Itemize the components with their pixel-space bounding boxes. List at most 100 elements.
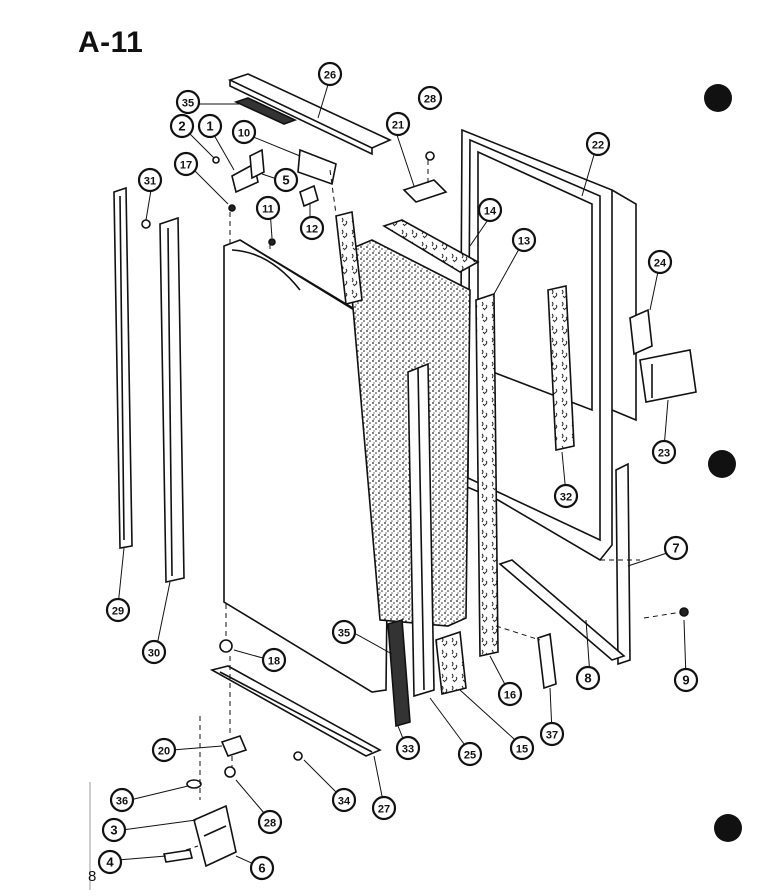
callout-circle xyxy=(647,249,673,275)
callout-17: 17 xyxy=(173,151,199,177)
callout-34: 34 xyxy=(331,787,357,813)
callout-circle xyxy=(371,795,397,821)
callout-13: 13 xyxy=(511,227,537,253)
callout-label: 18 xyxy=(268,656,280,668)
callout-29: 29 xyxy=(105,597,131,623)
callout-circle xyxy=(395,735,421,761)
callout-circle xyxy=(511,227,537,253)
callout-label: 28 xyxy=(424,94,436,106)
callout-7: 7 xyxy=(663,535,689,561)
callout-circle xyxy=(249,855,275,881)
callout-label: 5 xyxy=(282,173,289,188)
callout-circle xyxy=(331,619,357,645)
callout-label: 24 xyxy=(654,258,667,270)
callout-circle xyxy=(417,85,443,111)
page-number: 8 xyxy=(88,868,97,885)
callout-label: 27 xyxy=(378,804,390,816)
callout-circle xyxy=(141,639,167,665)
callout-circle xyxy=(317,61,343,87)
callout-label: 22 xyxy=(592,140,604,152)
callout-circle xyxy=(477,197,503,223)
callout-circle xyxy=(137,167,163,193)
callout-12: 12 xyxy=(299,215,325,241)
callout-label: 25 xyxy=(464,750,476,762)
callout-label: 15 xyxy=(516,744,528,756)
callout-4: 4 xyxy=(97,849,123,875)
callout-circle xyxy=(173,151,199,177)
callout-circle xyxy=(101,817,127,843)
callout-label: 13 xyxy=(518,236,530,248)
callout-label: 20 xyxy=(158,746,170,758)
callout-21: 21 xyxy=(385,111,411,137)
callout-37: 37 xyxy=(539,721,565,747)
callout-5: 5 xyxy=(273,167,299,193)
callout-circle xyxy=(109,787,135,813)
callout-circle xyxy=(651,439,677,465)
callout-circle xyxy=(497,681,523,707)
callout-35: 35 xyxy=(331,619,357,645)
callout-label: 8 xyxy=(584,671,591,686)
callout-label: 35 xyxy=(182,98,194,110)
callout-11: 11 xyxy=(255,195,281,221)
callout-26: 26 xyxy=(317,61,343,87)
callout-20: 20 xyxy=(151,737,177,763)
callout-label: 29 xyxy=(112,606,124,618)
callout-label: 36 xyxy=(116,796,128,808)
callout-label: 10 xyxy=(238,128,250,140)
callout-label: 23 xyxy=(658,448,670,460)
callout-10: 10 xyxy=(231,119,257,145)
callout-28: 28 xyxy=(257,809,283,835)
callout-32: 32 xyxy=(553,483,579,509)
callout-circle xyxy=(257,809,283,835)
callout-label: 11 xyxy=(262,204,274,216)
callout-label: 1 xyxy=(206,119,213,134)
callout-30: 30 xyxy=(141,639,167,665)
callout-31: 31 xyxy=(137,167,163,193)
callout-label: 4 xyxy=(106,855,114,870)
callout-3: 3 xyxy=(101,817,127,843)
callout-label: 9 xyxy=(682,673,689,688)
callout-9: 9 xyxy=(673,667,699,693)
callout-label: 7 xyxy=(672,541,679,556)
callout-label: 12 xyxy=(306,224,318,236)
callout-circle xyxy=(175,89,201,115)
callout-label: 2 xyxy=(178,119,185,134)
callout-label: 17 xyxy=(180,160,192,172)
callout-label: 30 xyxy=(148,648,160,660)
callout-circle xyxy=(673,667,699,693)
callout-circle xyxy=(575,665,601,691)
callout-25: 25 xyxy=(457,741,483,767)
callout-circle xyxy=(457,741,483,767)
callout-circle xyxy=(299,215,325,241)
callout-circle xyxy=(97,849,123,875)
callout-28: 28 xyxy=(417,85,443,111)
callout-label: 37 xyxy=(546,730,558,742)
callout-2: 2 xyxy=(169,113,195,139)
callout-circle xyxy=(273,167,299,193)
parts-linework xyxy=(113,73,697,868)
callout-label: 6 xyxy=(258,861,265,876)
callout-label: 21 xyxy=(392,120,404,132)
binder-hole-mark xyxy=(714,814,742,842)
callout-label: 33 xyxy=(402,744,414,756)
callout-label: 35 xyxy=(338,628,350,640)
callout-8: 8 xyxy=(575,665,601,691)
callout-14: 14 xyxy=(477,197,503,223)
callout-27: 27 xyxy=(371,795,397,821)
callout-label: 16 xyxy=(504,690,516,702)
callout-35: 35 xyxy=(175,89,201,115)
callout-circle xyxy=(261,647,287,673)
binder-hole-mark xyxy=(708,450,736,478)
callout-circle xyxy=(197,113,223,139)
callout-circle xyxy=(169,113,195,139)
callout-label: 34 xyxy=(338,796,351,808)
callout-label: 31 xyxy=(144,176,156,188)
callout-6: 6 xyxy=(249,855,275,881)
callout-33: 33 xyxy=(395,735,421,761)
page-title: A-11 xyxy=(78,26,144,59)
callout-22: 22 xyxy=(585,131,611,157)
callout-36: 36 xyxy=(109,787,135,813)
callout-circle xyxy=(151,737,177,763)
